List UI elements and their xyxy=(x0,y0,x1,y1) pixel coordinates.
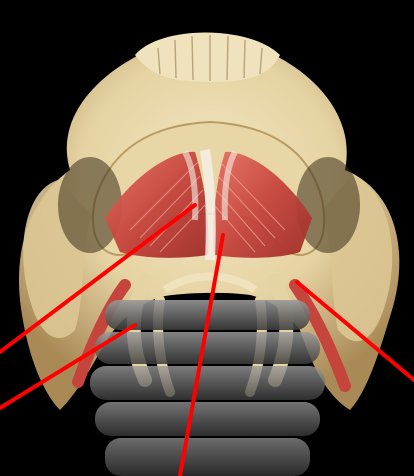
right-orbit-shadow xyxy=(296,157,360,253)
left-orbit-shadow xyxy=(58,157,122,253)
central-tendon xyxy=(205,150,211,260)
